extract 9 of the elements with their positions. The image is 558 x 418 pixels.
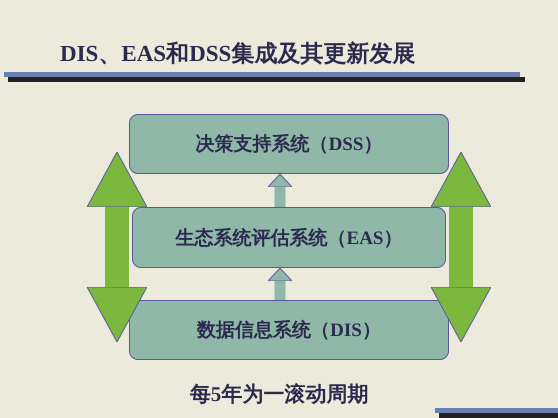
caption: 每5年为一滚动周期 xyxy=(188,381,370,408)
title: DIS、EAS和DSS集成及其更新发展 xyxy=(60,40,416,68)
arrow xyxy=(268,268,292,300)
process-box: 数据信息系统（DIS） xyxy=(129,300,449,360)
process-box: 决策支持系统（DSS） xyxy=(129,114,449,174)
arrow xyxy=(268,174,292,207)
double-arrow xyxy=(86,152,148,342)
double-arrow xyxy=(430,152,492,342)
process-box: 生态系统评估系统（EAS） xyxy=(132,207,446,268)
